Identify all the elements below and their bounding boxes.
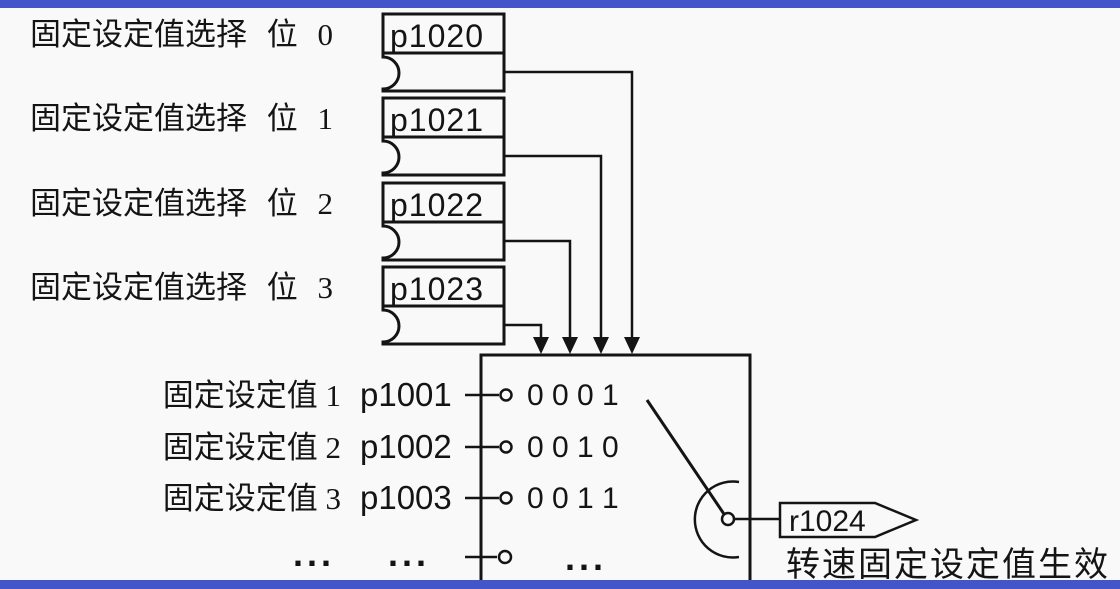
param-number: p1022 xyxy=(390,187,484,223)
bit-input-block-2: 固定设定值选择 位 2 p1022 xyxy=(30,181,578,354)
bit-input-block-3: 固定设定值选择 位 3 p1023 xyxy=(30,265,549,354)
contact-circle-icon xyxy=(497,549,513,565)
binector-socket-icon xyxy=(381,51,506,93)
switch-pivot-icon xyxy=(720,511,736,527)
selector-row-ellipsis: ... ... ... xyxy=(293,533,607,578)
contact-circle-icon xyxy=(499,388,513,402)
switch-arc-icon xyxy=(693,480,740,559)
selector-row-1: 固定设定值 2 p1002 0 0 1 0 xyxy=(163,428,619,465)
binector-socket-icon xyxy=(381,304,506,346)
setpoint-label: 固定设定值 1 xyxy=(163,378,341,413)
setpoint-param: p1003 xyxy=(360,479,452,516)
setpoint-label: 固定设定值 2 xyxy=(163,430,341,465)
setpoint-param: p1001 xyxy=(360,376,452,413)
binary-code: 0 0 0 1 xyxy=(527,379,619,412)
wire xyxy=(504,323,543,337)
selector-box xyxy=(479,353,752,589)
bit-input-block-1: 固定设定值选择 位 1 p1021 xyxy=(30,96,609,354)
binector-socket-icon xyxy=(381,220,506,262)
bit-input-block-0: 固定设定值选择 位 0 p1020 xyxy=(30,12,640,354)
ellipsis-codes: ... xyxy=(565,537,607,578)
wire xyxy=(504,70,634,337)
arrow-down-icon xyxy=(624,337,640,354)
bit-input-label: 固定设定值选择 位 3 xyxy=(30,270,333,305)
accent-bar-bottom xyxy=(0,580,1120,589)
arrow-down-icon xyxy=(562,337,578,354)
wire xyxy=(504,239,572,337)
binector-socket-icon xyxy=(381,135,506,177)
wire xyxy=(504,154,603,337)
arrow-down-icon xyxy=(593,337,609,354)
bit-input-label: 固定设定值选择 位 1 xyxy=(30,101,333,136)
contact-circle-icon xyxy=(499,440,513,454)
switch-arm xyxy=(645,399,728,518)
setpoint-label: 固定设定值 3 xyxy=(163,481,341,516)
param-number: p1021 xyxy=(390,102,484,138)
output-connector: r1024 转速固定设定值生效 xyxy=(778,501,1110,584)
param-number: p1020 xyxy=(390,18,484,54)
selector-row-2: 固定设定值 3 p1003 0 0 1 1 xyxy=(163,479,619,516)
arrow-down-icon xyxy=(533,337,549,354)
output-caption: 转速固定设定值生效 xyxy=(786,546,1110,584)
bit-input-label: 固定设定值选择 位 0 xyxy=(30,17,333,52)
selector-switch xyxy=(645,399,780,559)
binary-code: 0 0 1 1 xyxy=(527,482,619,515)
param-number: p1023 xyxy=(390,271,484,307)
selector-row-0: 固定设定值 1 p1001 0 0 0 1 xyxy=(163,376,619,413)
connector-arrow-box xyxy=(778,501,920,539)
setpoint-param: p1002 xyxy=(360,428,452,465)
output-param-number: r1024 xyxy=(789,505,866,538)
binary-code: 0 0 1 0 xyxy=(527,431,619,464)
bit-input-label: 固定设定值选择 位 2 xyxy=(30,186,333,221)
contact-circle-icon xyxy=(499,491,513,505)
accent-bar-top xyxy=(0,0,1120,8)
ellipsis-labels: ... xyxy=(293,533,335,574)
ellipsis-params: ... xyxy=(388,533,430,574)
